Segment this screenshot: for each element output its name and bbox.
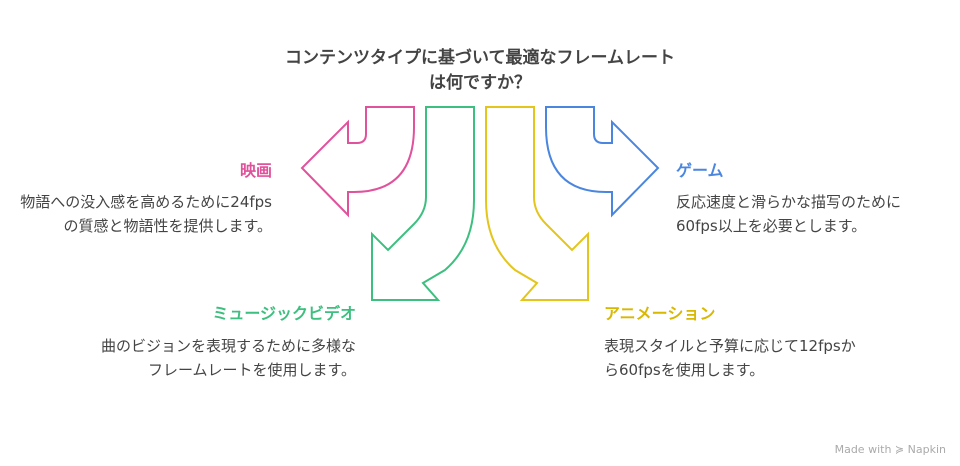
made-with-napkin[interactable]: Made with ≽ Napkin [835,443,946,456]
music-video-arrow [371,106,475,301]
movie-arrow [300,106,415,218]
diagram-title: コンテンツタイプに基づいて最適なフレームレートは何ですか？ [285,48,675,93]
animation-label: アニメーション [604,304,716,323]
game-arrow [545,106,660,218]
movie-description: 物語への没入感を高めるために24fpsの質感と物語性を提供します。 [20,193,272,235]
movie-label: 映画 [239,161,272,180]
game-label: ゲーム [676,161,724,180]
animation-arrow [485,106,589,301]
music-video-description: 曲のビジョンを表現するために多様なフレームレートを使用します。 [100,337,356,379]
game-description: 反応速度と滑らかな描写のために60fps以上を必要とします。 [676,193,902,235]
footer-text: Made with [834,443,892,456]
footer-brand: Napkin [907,443,946,456]
napkin-logo-icon: ≽ [894,443,905,456]
animation-description: 表現スタイルと予算に応じて12fpsから60fpsを使用します。 [604,337,856,379]
music-video-label: ミュージックビデオ [212,304,356,323]
